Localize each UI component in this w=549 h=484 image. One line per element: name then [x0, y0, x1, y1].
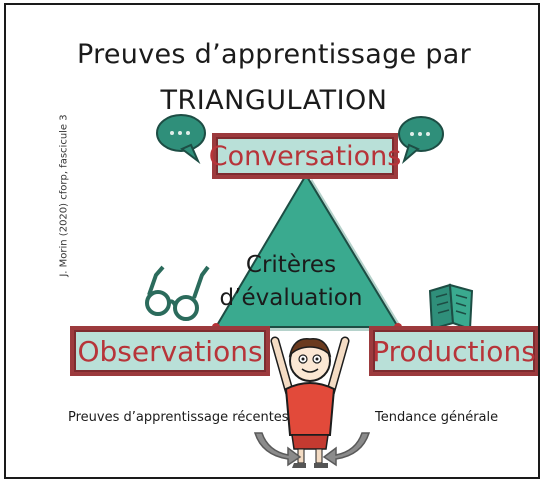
glasses-icon	[145, 265, 210, 321]
node-productions: Productions	[369, 326, 538, 376]
side-credit: J. Morin (2020) cforp, fascicule 3	[58, 114, 70, 277]
speech-bubble-icon	[156, 114, 206, 165]
speech-bubble-icon	[398, 116, 444, 165]
diagram-art	[145, 114, 474, 468]
diagram-frame: Preuves d’apprentissage par TRIANGULATIO…	[4, 3, 540, 479]
footer-right-label: Tendance générale	[375, 410, 499, 425]
triangle-shape	[214, 173, 400, 328]
student-figure-icon	[270, 336, 350, 468]
center-line-1: Critères	[245, 252, 337, 278]
center-label: Critères d’évaluation	[216, 249, 366, 315]
book-icon	[428, 283, 474, 331]
center-line-2: d’évaluation	[219, 285, 363, 311]
footer-left-label: Preuves d’apprentissage récentes	[68, 410, 289, 425]
title-line-1: Preuves d’apprentissage par	[76, 39, 472, 70]
arrow-icon	[253, 432, 371, 467]
node-conversations: Conversations	[209, 133, 401, 179]
title-line-2: TRIANGULATION	[160, 85, 388, 116]
node-observations: Observations	[70, 326, 270, 376]
